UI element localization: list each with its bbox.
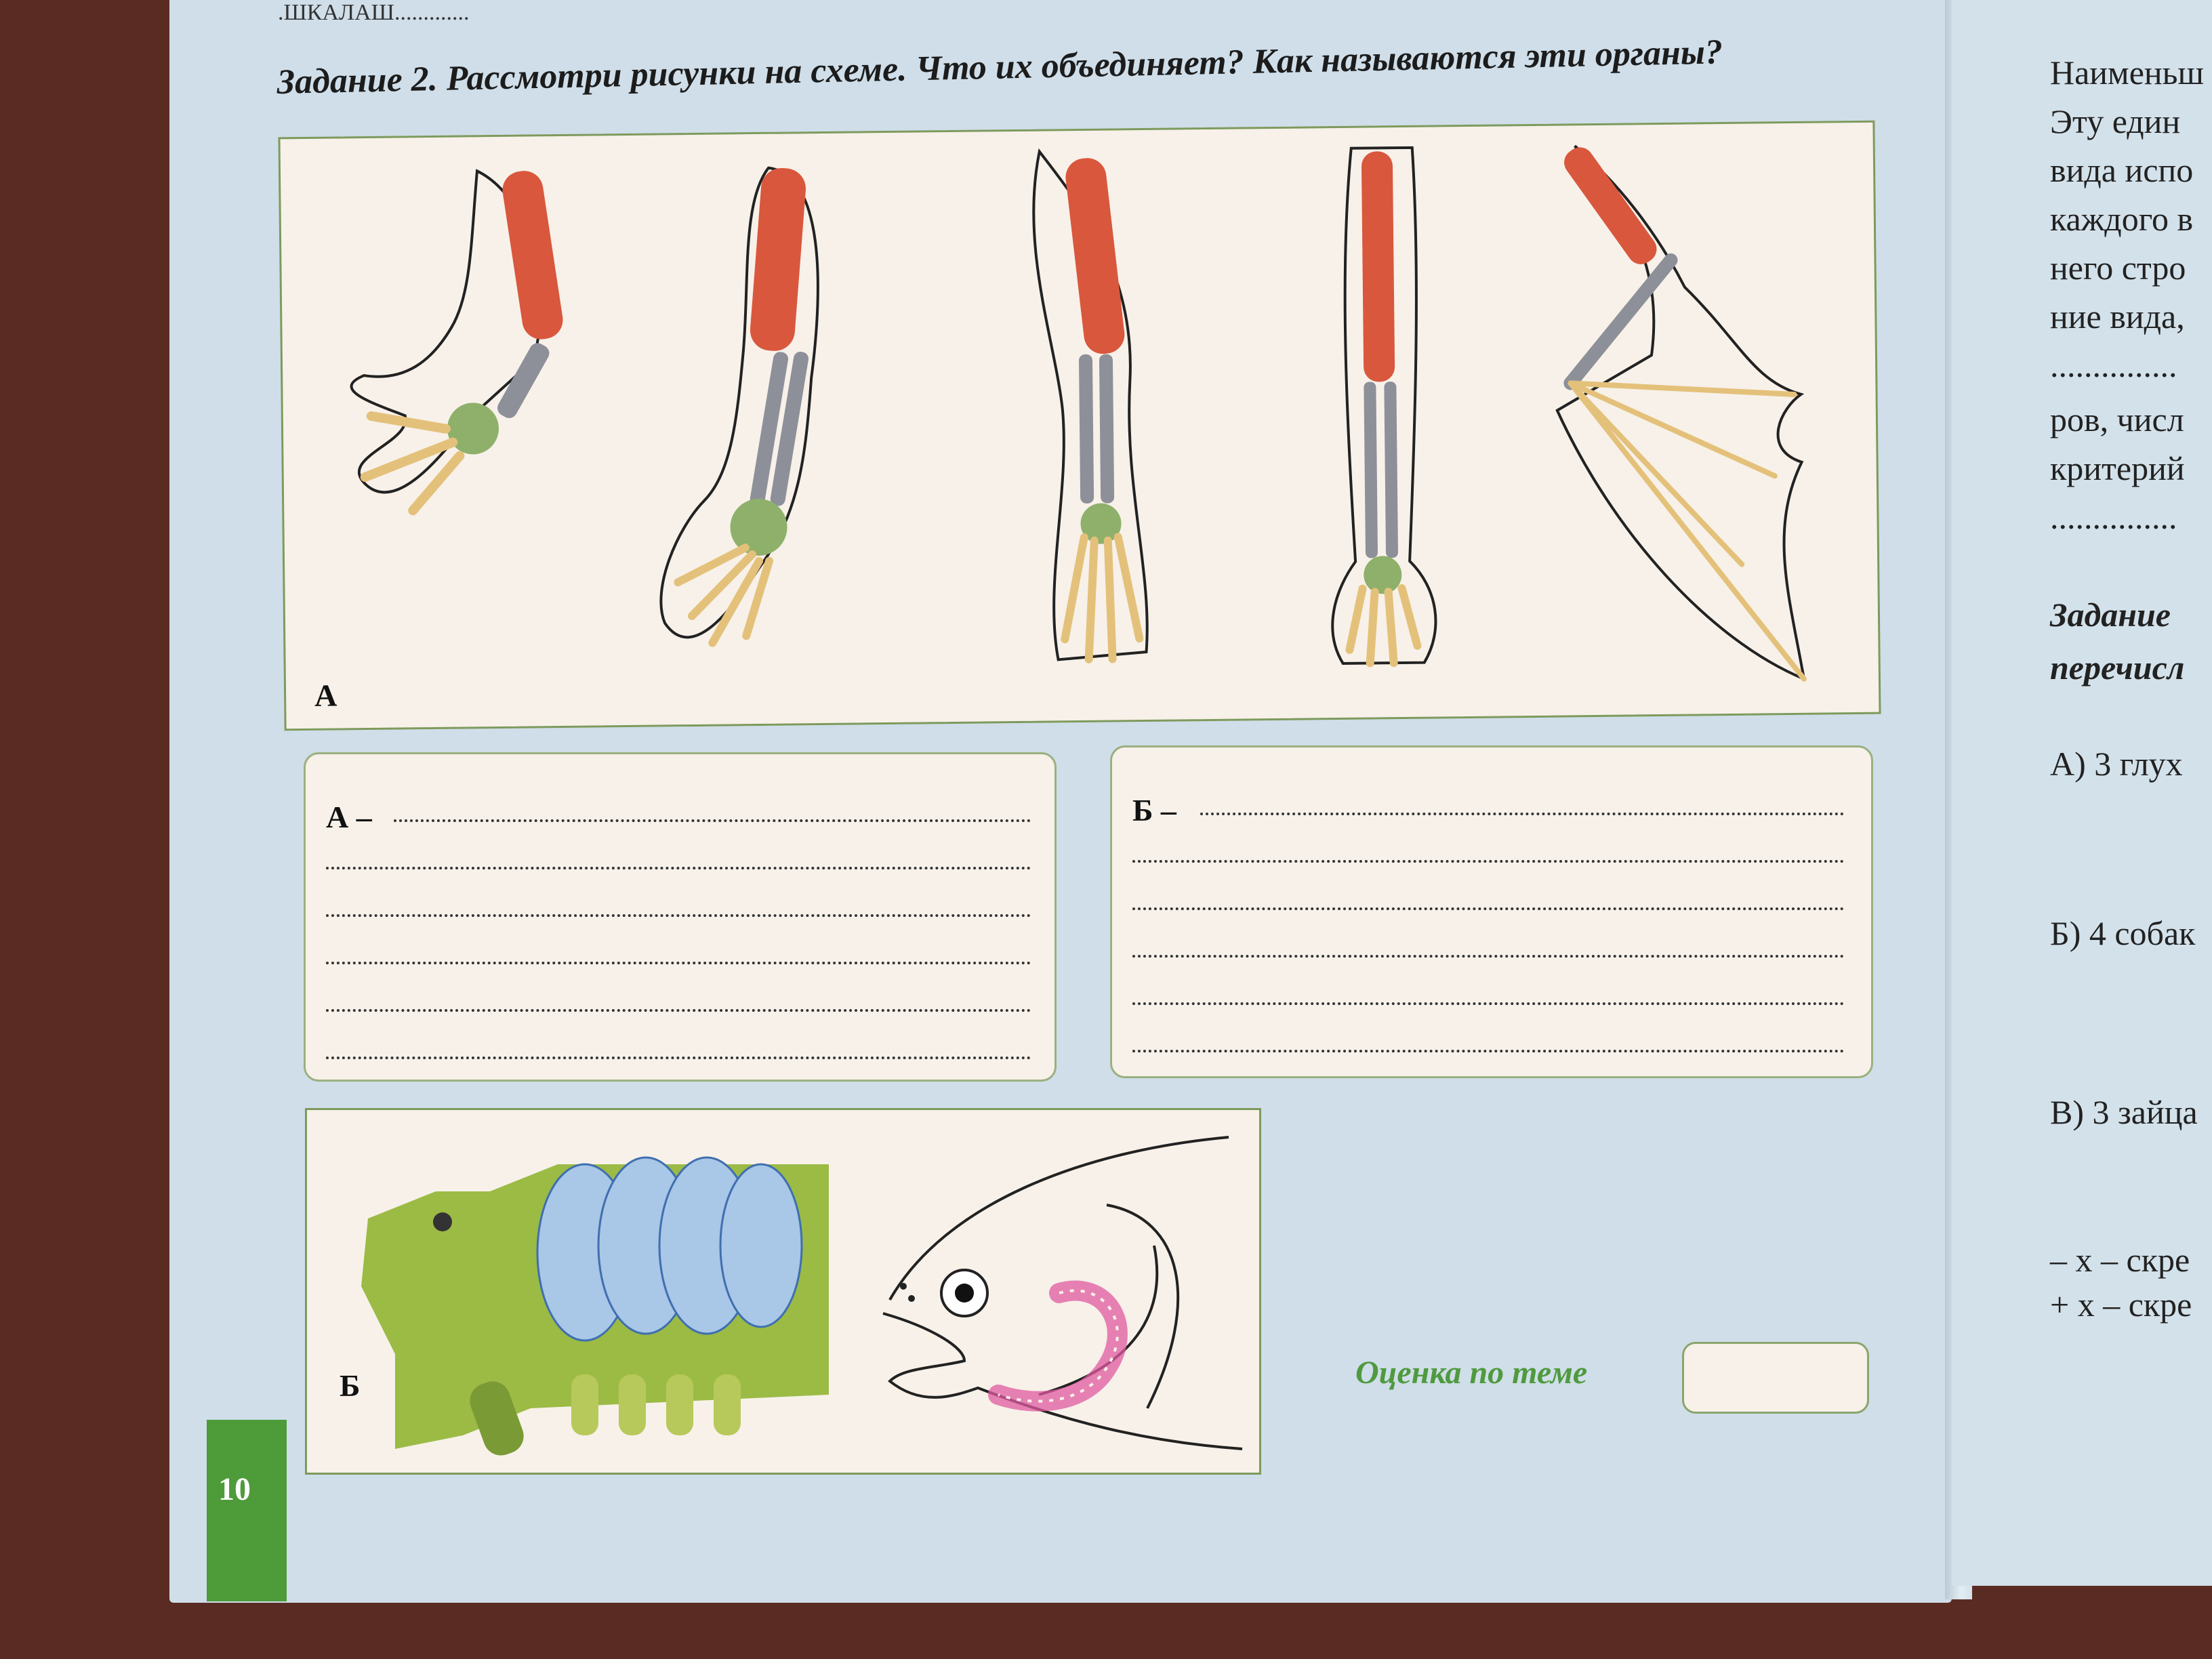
answer-a-line-2[interactable] bbox=[326, 867, 1031, 869]
limb-lizard-illustration bbox=[659, 166, 819, 647]
answer-a-label: А – bbox=[326, 800, 372, 834]
panel-b-gills: Б bbox=[305, 1108, 1261, 1475]
panel-a-limbs: А bbox=[278, 120, 1881, 731]
answer-b-line-3[interactable] bbox=[1132, 907, 1844, 910]
answer-a-line-4[interactable] bbox=[326, 962, 1031, 964]
answer-b-line-4[interactable] bbox=[1132, 955, 1844, 958]
right-page bbox=[1952, 0, 2212, 1586]
limb-human-illustration bbox=[1331, 146, 1437, 668]
answer-box-a[interactable]: А – bbox=[304, 752, 1057, 1082]
right-item-a: А) 3 глух bbox=[2050, 745, 2183, 783]
right-line-10: ............... bbox=[2050, 498, 2177, 536]
limb-bat-wing-illustration bbox=[1555, 144, 1807, 682]
right-line-6: ние вида, bbox=[2050, 298, 2185, 335]
answer-box-b[interactable]: Б – bbox=[1110, 745, 1873, 1078]
right-line-7: ............... bbox=[2050, 346, 2177, 384]
answer-b-line-2[interactable] bbox=[1132, 860, 1844, 863]
right-legend-1: – х – скре bbox=[2050, 1241, 2190, 1279]
answer-b-line-5[interactable] bbox=[1132, 1002, 1844, 1005]
right-item-b: Б) 4 собак bbox=[2050, 914, 2196, 952]
answer-b-line-6[interactable] bbox=[1132, 1050, 1844, 1052]
top-scribble: .ШКАЛАШ............. bbox=[278, 0, 470, 25]
right-line-5: него стро bbox=[2050, 249, 2186, 287]
right-item-c: В) 3 зайца bbox=[2050, 1093, 2198, 1131]
right-line-2: Эту един bbox=[2050, 102, 2181, 140]
right-line-4: каждого в bbox=[2050, 200, 2194, 238]
right-line-9: критерий bbox=[2050, 449, 2185, 487]
limb-frog-illustration bbox=[350, 169, 563, 516]
grade-input-box[interactable] bbox=[1682, 1342, 1869, 1414]
right-legend-2: + х – скре bbox=[2050, 1286, 2192, 1324]
panel-a-letter: А bbox=[314, 678, 337, 713]
page-number-tab bbox=[207, 1420, 287, 1601]
answer-b-label: Б – bbox=[1132, 793, 1176, 827]
right-task-heading-2: перечисл bbox=[2050, 649, 2185, 687]
answer-a-line-3[interactable] bbox=[326, 914, 1031, 917]
right-line-8: ров, числ bbox=[2050, 401, 2184, 438]
answer-a-line-5[interactable] bbox=[326, 1009, 1031, 1012]
right-line-1: Наименьш bbox=[2050, 54, 2204, 91]
limb-cat-illustration bbox=[1032, 148, 1149, 663]
panel-b-letter: Б bbox=[340, 1368, 361, 1403]
right-task-heading-1: Задание bbox=[2050, 596, 2171, 634]
page-number: 10 bbox=[218, 1471, 251, 1507]
crayfish-gills-illustration bbox=[361, 1156, 829, 1456]
right-line-3: вида испо bbox=[2050, 151, 2194, 189]
answer-b-line-1[interactable] bbox=[1200, 813, 1844, 815]
answer-a-line-1[interactable] bbox=[394, 819, 1031, 822]
grade-label: Оценка по теме bbox=[1355, 1355, 1588, 1391]
answer-a-line-6[interactable] bbox=[326, 1057, 1031, 1059]
fish-gills-illustration bbox=[882, 1136, 1243, 1450]
